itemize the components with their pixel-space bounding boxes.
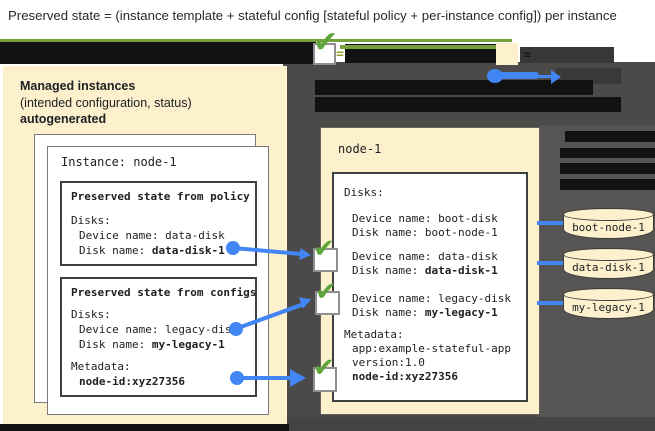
dark-canvas-bottom-band (283, 417, 655, 431)
configs-device-line: Device name: legacy-disk (79, 323, 238, 336)
policy-box: Preserved state from policy Disks: Devic… (60, 181, 257, 266)
cylinder-top (563, 208, 654, 221)
configs-disk-prefix: Disk name: (79, 338, 152, 351)
node-data-disk-value: data-disk-1 (424, 264, 498, 277)
node-legacy-disk: Disk name: my-legacy-1 (352, 306, 498, 319)
node-metadata-app: app:example-stateful-app (352, 342, 511, 355)
node-legacy-device: Device name: legacy-disk (352, 292, 511, 305)
redaction-bar (560, 163, 655, 174)
legend-checkbox: ✔ (313, 28, 338, 65)
node-boot-device: Device name: boot-disk (352, 212, 498, 225)
diagram-title: Preserved state = (instance template + s… (8, 8, 617, 23)
disk-label: boot-node-1 (572, 221, 645, 234)
heading-line-1: Managed instances (20, 79, 136, 93)
redaction-bar (315, 97, 621, 112)
preserved-checkbox: ✔ (313, 355, 337, 392)
redaction-bar (560, 148, 655, 158)
blue-dot (229, 322, 243, 336)
disk-connector (537, 261, 565, 265)
instance-title: Instance: node-1 (61, 155, 177, 169)
redaction-bar: = (520, 47, 614, 63)
node-metadata-label: Metadata: (344, 328, 404, 341)
connector-line (238, 376, 293, 380)
blue-dot (226, 241, 240, 255)
configs-disks-label: Disks: (71, 308, 111, 321)
node-legacy-disk-value: my-legacy-1 (424, 306, 498, 319)
node-metadata-node-id: node-id:xyz27356 (352, 370, 458, 383)
configs-box-title: Preserved state from configs (71, 286, 257, 299)
cylinder-top (563, 288, 654, 301)
configs-metadata-value: node-id:xyz27356 (79, 375, 185, 388)
preserved-checkbox: ✔ (315, 279, 340, 315)
legend-arrow-line (499, 72, 539, 79)
check-icon: ✔ (315, 277, 337, 307)
node-data-disk: Disk name: data-disk-1 (352, 264, 498, 277)
equals-remnant: = (336, 47, 344, 62)
policy-disks-label: Disks: (71, 214, 111, 227)
configs-disk-value: my-legacy-1 (151, 338, 225, 351)
node-data-device: Device name: data-disk (352, 250, 498, 263)
node-disks-label: Disks: (344, 186, 384, 199)
node-card: Disks: Device name: boot-disk Disk name:… (332, 172, 528, 402)
node-legacy-disk-prefix: Disk name: (352, 306, 425, 319)
redaction-bar (0, 424, 289, 431)
check-icon: ✔ (313, 353, 335, 383)
policy-disk-value: data-disk-1 (151, 244, 225, 257)
legend-arrow-head (551, 70, 561, 84)
green-line (0, 39, 512, 42)
configs-metadata-label: Metadata: (71, 360, 131, 373)
check-icon: ✔ (313, 25, 339, 60)
legend-arrow-line-thin (537, 75, 554, 78)
legend-disk-swatch (496, 43, 518, 65)
disk-label: data-disk-1 (572, 261, 645, 274)
preserved-checkbox: ✔ (313, 236, 338, 272)
node-panel-title: node-1 (338, 142, 382, 156)
disk-cylinder: my-legacy-1 (563, 288, 654, 321)
managed-panel-heading: Managed instances (intended configuratio… (20, 78, 192, 128)
policy-disk-prefix: Disk name: (79, 244, 152, 257)
node-metadata-version: version:1.0 (352, 356, 425, 369)
disk-connector (537, 301, 565, 305)
disk-connector (537, 221, 565, 225)
green-line-segment (340, 45, 497, 49)
redaction-bar (0, 42, 316, 64)
redaction-bar (315, 80, 593, 95)
equals-sign: = (523, 48, 531, 63)
configs-box: Preserved state from configs Disks: Devi… (60, 277, 257, 397)
policy-box-title: Preserved state from policy (71, 190, 250, 203)
blue-dot (230, 371, 244, 385)
policy-device-line: Device name: data-disk (79, 229, 225, 242)
connector-arrow-head (290, 369, 306, 387)
node-boot-disk: Disk name: boot-node-1 (352, 226, 498, 239)
policy-disk-line: Disk name: data-disk-1 (79, 244, 225, 257)
configs-disk-line: Disk name: my-legacy-1 (79, 338, 225, 351)
connector-arrow-head (299, 248, 312, 261)
redaction-bar (565, 131, 655, 142)
heading-line-2: (intended configuration, status) (20, 95, 192, 110)
check-icon: ✔ (313, 234, 335, 264)
disk-cylinder: boot-node-1 (563, 208, 654, 241)
node-data-disk-prefix: Disk name: (352, 264, 425, 277)
redaction-bar (560, 179, 655, 190)
heading-line-3: autogenerated (20, 112, 107, 126)
cylinder-top (563, 248, 654, 261)
disk-label: my-legacy-1 (572, 301, 645, 314)
disk-cylinder: data-disk-1 (563, 248, 654, 281)
